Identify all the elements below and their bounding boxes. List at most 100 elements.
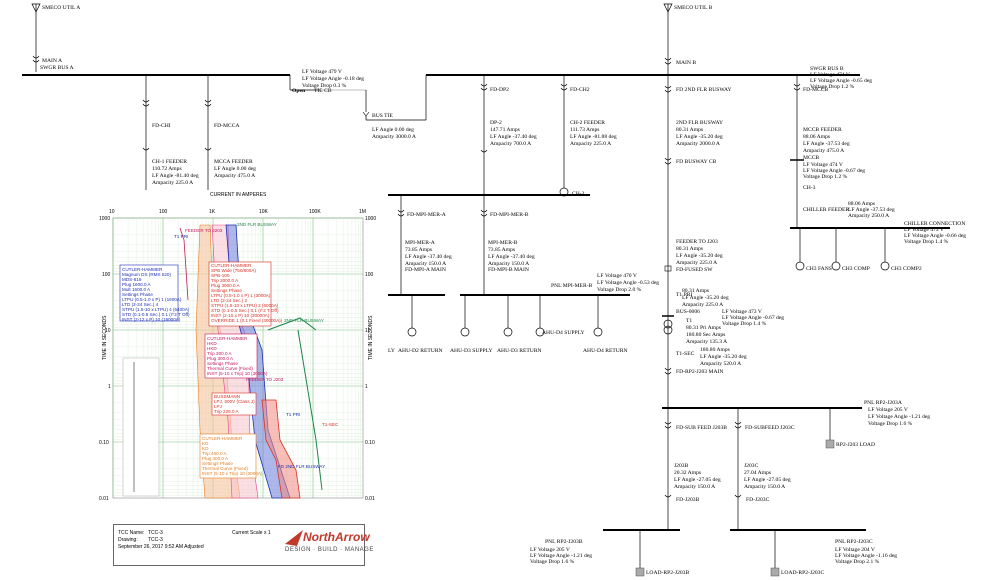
t1-sec-ampacity: Ampacity 520.0 A [700,361,741,367]
ahu-d4-return-motor-icon[interactable] [593,327,603,337]
tcc-box-cutler-4 [199,433,257,479]
ch2-amps: 111.73 Amps [570,127,599,133]
t1-name: T1 [686,318,692,324]
tcc-box-line: OVERRIDE 1 (0.1 Fixed (30000A)) [211,318,283,323]
fused-switch-icon [664,265,672,272]
feeder-ch2[interactable]: FD-CH2 CH-2 FEEDER 111.73 Amps LF Angle … [559,75,617,197]
main-a-breaker[interactable]: MAIN A [32,55,62,64]
tcc-label-feeder-j203-mid: FEEDER TO J203 [246,377,284,382]
fd-j203b-label: FD-J203B [676,497,700,503]
pnl-j203c-lf-1: LF Voltage 204 V [835,547,875,553]
tcc-box-line: Trip 400.0 A [202,451,228,456]
tcc-y-tick-left: 1000 [99,216,110,222]
tcc-y-tick-left: 0.10 [99,440,109,446]
feeder-chi[interactable]: FD-CHI CH-1 FEEDER 110.72 Amps LF Angle … [142,75,199,190]
tcc-box-line: Trip 3000.0 A [211,278,239,283]
pnl-j203c-label: PNL RP2-J203C [835,539,873,545]
tcc-box-line: SPB-100 [211,273,230,278]
j203c-amps: 27.04 Amps [744,470,771,476]
pnl-mpi-b-lf-1: LF Voltage 470 V [597,273,637,279]
bus-tie-lf-1: LF Angle 0.00 deg [372,127,414,133]
busway-chain[interactable]: FD 2ND FLR BUSWAY 2ND FLR BUSWAY 80.31 A… [662,85,784,375]
feeder-mpi-a[interactable]: FD-MPI-MER-A MPI-MER-A 73.85 Amps LF Ang… [397,195,452,295]
mpi-b-name: MPI-MER-B [488,240,518,246]
logo-tagline: DESIGN · BUILD · MANAGE [285,547,374,553]
northarrow-arrow-icon [285,530,303,546]
tcc-box-line: CUTLER-HAMMER [122,267,163,272]
j203b-name: J203B [674,463,689,469]
tcc-box-line: HKD [207,341,217,346]
tcc-box-line: INST (2-15 x P) 10 (30000A) [211,313,270,318]
feeder-mcca[interactable]: FD-MCCA MCCA FEEDER LF Angle 0.00 deg Am… [204,75,256,190]
j203c-angle: LF Angle -27.05 deg [744,477,791,483]
tcc-box-line: INST (2-12 x P) 10 (16000A) [122,317,181,322]
utility-b[interactable]: SMECO UTIL B [663,3,713,408]
pnl-j203c-lf-2: LF Voltage Angle -1.16 deg [835,553,897,559]
bus-b-lf-1: LF Voltage 474 V [810,72,850,78]
j203c-ampacity: Ampacity 150.0 A [744,484,785,490]
tie-cb[interactable]: Open TIE CB [289,75,427,121]
j203b-angle: LF Angle -27.05 deg [674,477,721,483]
feeder-mpi-b[interactable]: FD-MPI-MER-B MPI-MER-B 73.85 Amps LF Ang… [480,195,535,295]
load-ahu-d3-supply: AHU-D3 SUPPLY [450,348,493,354]
feeder-dp2[interactable]: FD-DP2 DP-2 147.71 Amps LF Angle -37.40 … [480,75,537,195]
j203c-name: J203C [744,463,759,469]
t1-sec-angle: LF Angle -35.20 deg [700,354,747,360]
tcc-y-tick-right: 0.10 [365,440,375,446]
mpi-b-ampacity: Ampacity 150.0 A [488,261,529,267]
tcc-label-fd-2nd-flr: FD 2ND FLR BUSWAY [278,464,325,469]
tcc-box-line: Settings Phase [202,461,233,466]
mcca-name: MCCA FEEDER [214,159,253,165]
tcc-x-tick: 1K [209,209,216,215]
tcc-box-line: KD [202,446,209,451]
fd-mcca-label: FD-MCCA [214,123,240,129]
fd-mccb-label: FD-MCCB [803,87,828,93]
main-b-breaker[interactable]: MAIN B [664,57,696,66]
ch3-comp-motor-icon[interactable] [831,261,841,271]
pnl-j203b-lf-2: LF Voltage Angle -1.21 deg [530,553,592,559]
tcc-box-line: LTPU (0.5-1.0 x P) 1 (1600A) [122,297,182,302]
load-rp2-j203c[interactable]: LOAD-RP2-J203C [770,530,824,577]
t1-pri-angle: LF Angle -35.20 deg [682,295,729,301]
tcc-box-line: BUSSMANN [214,394,240,399]
rp2-j203-load[interactable]: RP2-J203 LOAD [825,408,875,449]
utility-a[interactable]: SMECO UTIL A [31,3,80,72]
ahu-d3-supply-motor-icon[interactable] [460,327,470,337]
ahu-d3-return-motor-icon[interactable] [503,327,513,337]
bus0006-lf-1: LF Voltage 473 V [722,309,762,315]
ch1-angle: LF Angle -81.40 deg [152,173,199,179]
feeder-j203c[interactable]: FD-SUBFEED J203C J203C 27.04 Amps LF Ang… [734,408,795,530]
logo-name: NorthArrow [303,530,370,544]
bus-a-lf-2: LF Voltage Angle -0.18 deg [302,76,364,82]
tcc-box-line: STPU (1.5-10 x LTPU) 4 (6400A) [122,307,190,312]
feeder-mccb[interactable]: FD-MCCB MCCB FEEDER 88.06 Amps LF Angle … [790,75,895,228]
ahu-d2-return-motor-icon[interactable] [407,327,417,337]
tcc-box-line: Plug 400.0 A [202,456,229,461]
feeder-j203-angle: LF Angle -35.20 deg [676,253,723,259]
main-b-label: MAIN B [676,60,696,66]
ch1-name: CH-1 FEEDER [152,159,187,165]
tcc-box-line: Mult 1600.0 A [122,287,151,292]
feeder-j203b[interactable]: FD-SUB FEED J203B J203B 20.32 Amps LF An… [664,408,727,530]
tcc-name-value: TCC-3 [148,530,163,536]
tcc-box-line: STD (0.1-0.5 Sec.) 0.1 (I^2 T Off) [122,312,190,317]
tcc-y-tick-right: 0.01 [365,496,375,502]
tcc-y-tick-left: 1 [108,384,111,390]
ch3-comp2-motor-icon[interactable] [880,261,890,271]
load-rp2-j203b[interactable]: LOAD-RP2-J203B [635,530,689,577]
tcc-box-line: LTD (2-24 Sec.) 2 [211,298,248,303]
tcc-x-tick: 1M [359,209,366,215]
tcc-box-line: CUTLER-HAMMER [202,436,243,441]
mpi-b-main-label: FD-MPI-B MAIN [488,267,529,273]
tcc-y-tick-right: 100 [365,272,374,278]
fd-j203c-label: FD-J203C [746,497,770,503]
ch3-fans-motor-icon[interactable] [795,261,805,271]
tcc-box-line: STPU (1.5-10 x LTPU) 2 (6000A) [211,303,279,308]
ahu-d4-supply-motor-icon[interactable] [535,327,545,337]
mpi-a-ampacity: Ampacity 150.0 A [405,261,446,267]
tcc-box-cutler-2 [208,261,272,327]
pnl-mpi-b-lf-2: LF Voltage Angle -0.53 deg [597,280,659,286]
